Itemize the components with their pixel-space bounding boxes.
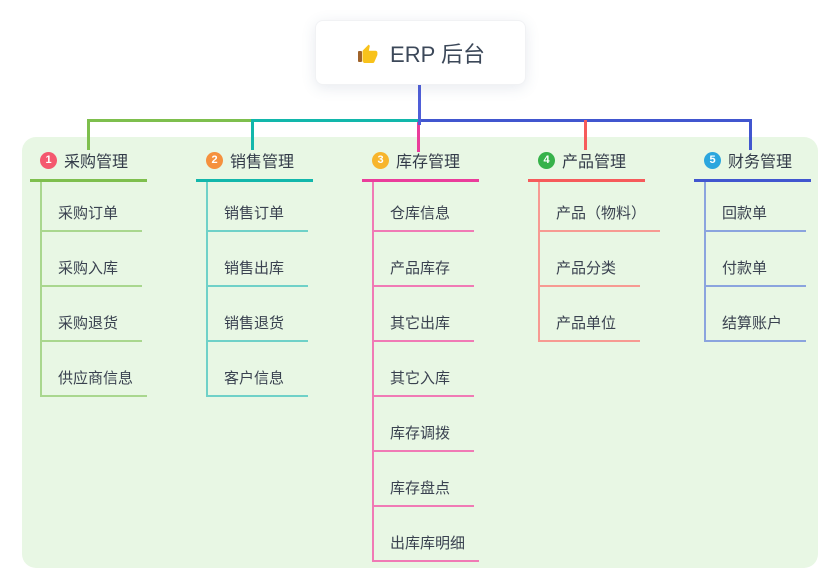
child-node[interactable]: 付款单 <box>706 232 806 287</box>
branch-title: 库存管理 <box>396 154 461 171</box>
child-node[interactable]: 客户信息 <box>208 342 308 397</box>
connector-drop-product <box>584 120 587 150</box>
connector-drop-finance <box>749 119 752 150</box>
child-node[interactable]: 产品（物料） <box>540 182 661 232</box>
branch-header-purchase[interactable]: 1 采购管理 <box>30 148 147 182</box>
connector-drop-purchase <box>87 119 90 150</box>
connector-drop-sales <box>251 119 254 150</box>
child-node[interactable]: 产品单位 <box>540 287 640 342</box>
child-node[interactable]: 库存盘点 <box>374 452 474 507</box>
branch-header-inventory[interactable]: 3 库存管理 <box>362 148 479 182</box>
child-node[interactable]: 采购订单 <box>42 182 142 232</box>
child-node[interactable]: 销售退货 <box>208 287 308 342</box>
branch-product: 4 产品管理 产品（物料） 产品分类 产品单位 <box>528 148 661 342</box>
connector-bus-sales <box>251 119 418 122</box>
branch-children: 产品（物料） 产品分类 产品单位 <box>538 182 661 342</box>
branch-title: 财务管理 <box>728 154 793 171</box>
child-node[interactable]: 产品库存 <box>374 232 474 287</box>
child-node[interactable]: 其它入库 <box>374 342 474 397</box>
child-node[interactable]: 结算账户 <box>706 287 806 342</box>
child-node[interactable]: 出库库明细 <box>374 507 480 562</box>
child-node[interactable]: 销售出库 <box>208 232 308 287</box>
connector-root-drop <box>418 83 421 125</box>
root-node[interactable]: ERP 后台 <box>315 20 526 85</box>
branch-sales: 2 销售管理 销售订单 销售出库 销售退货 客户信息 <box>196 148 313 397</box>
branch-header-product[interactable]: 4 产品管理 <box>528 148 645 182</box>
branch-children: 采购订单 采购入库 采购退货 供应商信息 <box>40 182 148 397</box>
branch-inventory: 3 库存管理 仓库信息 产品库存 其它出库 其它入库 库存调拨 库存盘点 出库库… <box>362 148 480 562</box>
branch-header-finance[interactable]: 5 财务管理 <box>694 148 811 182</box>
branch-number-badge: 5 <box>704 151 721 169</box>
connector-drop-inventory <box>417 122 420 152</box>
child-node[interactable]: 其它出库 <box>374 287 474 342</box>
branch-children: 回款单 付款单 结算账户 <box>704 182 806 342</box>
branch-header-sales[interactable]: 2 销售管理 <box>196 148 313 182</box>
child-node[interactable]: 回款单 <box>706 182 806 232</box>
child-node[interactable]: 销售订单 <box>208 182 308 232</box>
branch-number-badge: 1 <box>40 151 57 169</box>
child-node[interactable]: 采购退货 <box>42 287 142 342</box>
branch-finance: 5 财务管理 回款单 付款单 结算账户 <box>694 148 811 342</box>
child-node[interactable]: 产品分类 <box>540 232 640 287</box>
thumbs-up-icon <box>356 41 380 65</box>
branch-number-badge: 3 <box>372 151 389 169</box>
branch-title: 采购管理 <box>64 154 129 171</box>
root-title: ERP 后台 <box>390 41 485 67</box>
child-node[interactable]: 仓库信息 <box>374 182 474 232</box>
child-node[interactable]: 采购入库 <box>42 232 142 287</box>
branches-background-panel <box>22 137 818 568</box>
branch-children: 仓库信息 产品库存 其它出库 其它入库 库存调拨 库存盘点 出库库明细 <box>372 182 480 562</box>
branch-children: 销售订单 销售出库 销售退货 客户信息 <box>206 182 308 397</box>
child-node[interactable]: 供应商信息 <box>42 342 148 397</box>
child-node[interactable]: 库存调拨 <box>374 397 474 452</box>
branch-purchase: 1 采购管理 采购订单 采购入库 采购退货 供应商信息 <box>30 148 148 397</box>
branch-title: 产品管理 <box>562 154 627 171</box>
branch-title: 销售管理 <box>230 154 295 171</box>
branch-number-badge: 2 <box>206 151 223 169</box>
connector-bus-purchase <box>87 119 253 122</box>
branch-number-badge: 4 <box>538 151 555 169</box>
